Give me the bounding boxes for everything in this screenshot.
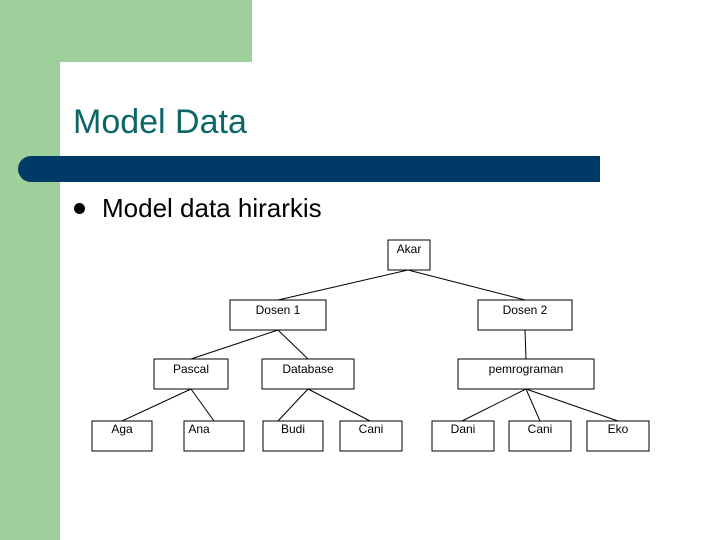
edge-pemrograman-eko [525,388,619,422]
node-database-box [261,358,355,390]
edge-pascal-aga [121,388,192,422]
node-aga-box [91,420,153,452]
node-ana-box [183,420,245,452]
bullet-dot-icon [74,203,85,214]
node-dosen2: Dosen 2 [477,299,573,331]
node-dosen1: Dosen 1 [229,299,327,331]
edge-pemrograman-cani [525,388,541,422]
node-dosen2-box [477,299,573,331]
node-aga-label: Aga [111,422,133,436]
edge-dosen1-pascal [190,329,279,360]
edge-akar-dosen1 [277,269,409,301]
node-budi: Budi [262,420,324,452]
node-cani-1-box [339,420,403,452]
node-dani: Dani [431,420,495,452]
node-pascal: Pascal [153,358,229,390]
node-pemrograman-label: pemrograman [489,362,564,376]
node-dosen1-box [229,299,327,331]
node-database: Database [261,358,355,390]
edge-pascal-ana [190,388,215,422]
edge-dosen2-pemrograman [524,329,527,360]
node-dani-box [431,420,495,452]
edge-database-budi [277,388,309,422]
node-dosen2-label: Dosen 2 [503,303,548,317]
node-akar-box [387,239,431,271]
title-underline-bar [18,156,600,182]
node-cani-2: Cani [508,420,572,452]
node-cani-2-box [508,420,572,452]
node-eko-label: Eko [608,422,629,436]
edge-database-cani [307,388,371,422]
node-budi-box [262,420,324,452]
node-eko-box [586,420,650,452]
node-dosen1-label: Dosen 1 [256,303,301,317]
node-dani-label: Dani [451,422,476,436]
left-green-sidebar [0,0,60,540]
node-ana-label: Ana [188,422,210,436]
node-ana: Ana [183,420,245,452]
node-pemrograman: pemrograman [457,358,595,390]
node-pascal-box [153,358,229,390]
node-budi-label: Budi [281,422,305,436]
node-pemrograman-box [457,358,595,390]
node-aga: Aga [91,420,153,452]
node-eko: Eko [586,420,650,452]
node-akar: Akar [387,239,431,271]
tree-connectors [121,269,619,422]
slide-content-panel [60,62,720,540]
node-cani-1-label: Cani [359,422,384,436]
bullet-text: Model data hirarkis [102,193,322,223]
node-akar-label: Akar [397,242,422,256]
node-pascal-label: Pascal [173,362,209,376]
node-cani-2-label: Cani [528,422,553,436]
slide-title: Model Data [73,103,247,141]
node-database-label: Database [282,362,334,376]
node-cani-1: Cani [339,420,403,452]
edge-dosen1-database [277,329,309,360]
edge-pemrograman-dani [461,388,527,422]
edge-akar-dosen2 [407,269,526,301]
